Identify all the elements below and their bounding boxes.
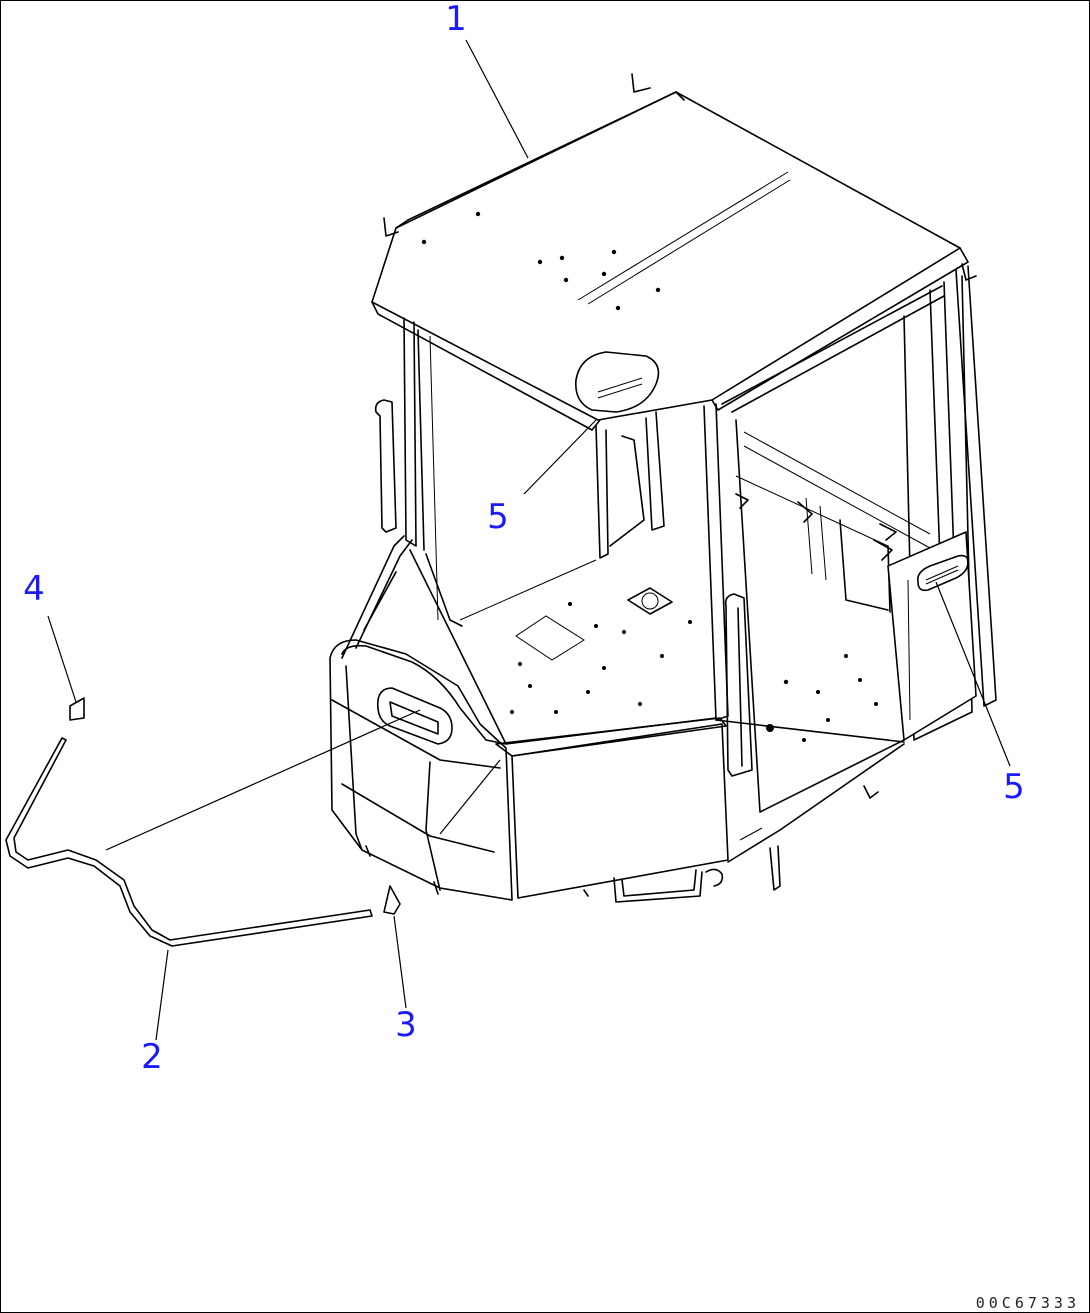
document-id: 00C67333 xyxy=(976,1294,1080,1312)
roof-panel xyxy=(371,73,977,431)
right-side-panel xyxy=(887,531,977,741)
callout-5-side: 5 xyxy=(1003,767,1025,807)
callout-5-roof: 5 xyxy=(487,497,509,537)
decal-roof xyxy=(575,351,660,413)
callout-3: 3 xyxy=(395,1005,417,1045)
part-4-clip xyxy=(69,697,85,721)
leader-lines xyxy=(47,39,1011,1041)
callout-2: 2 xyxy=(141,1037,163,1077)
callout-4: 4 xyxy=(23,569,45,609)
callout-1: 1 xyxy=(445,0,467,39)
decal-right xyxy=(916,554,969,592)
cab-frame xyxy=(374,265,997,777)
part-2-strip xyxy=(5,737,373,947)
part-3-wedge xyxy=(383,885,401,915)
front-console xyxy=(329,535,905,903)
